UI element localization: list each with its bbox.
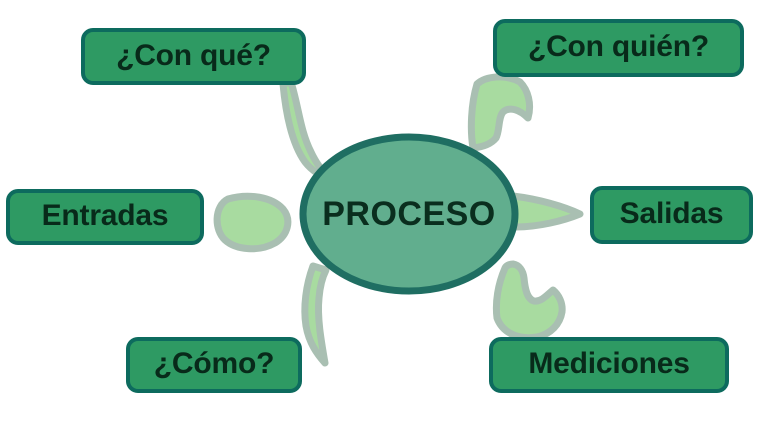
node-mediciones-label: Mediciones xyxy=(528,347,690,380)
connector-con-que xyxy=(279,78,333,182)
process-ellipse[interactable] xyxy=(299,133,519,295)
node-con-que-label: ¿Con qué? xyxy=(116,38,271,72)
connector-como xyxy=(301,262,330,367)
connector-mediciones xyxy=(492,260,566,342)
node-salidas-label: Salidas xyxy=(619,197,724,230)
connector-con-quien xyxy=(467,73,534,152)
node-como[interactable]: ¿Cómo? xyxy=(126,337,302,393)
node-con-quien-label: ¿Con quién? xyxy=(527,30,710,63)
node-salidas[interactable]: Salidas xyxy=(590,186,753,244)
node-con-que[interactable]: ¿Con qué? xyxy=(81,28,306,85)
node-entradas[interactable]: Entradas xyxy=(6,189,204,245)
node-entradas-label: Entradas xyxy=(41,199,169,232)
node-como-label: ¿Cómo? xyxy=(153,347,275,380)
node-con-quien[interactable]: ¿Con quién? xyxy=(493,19,744,77)
connector-entradas xyxy=(213,192,292,253)
node-mediciones[interactable]: Mediciones xyxy=(489,337,729,393)
